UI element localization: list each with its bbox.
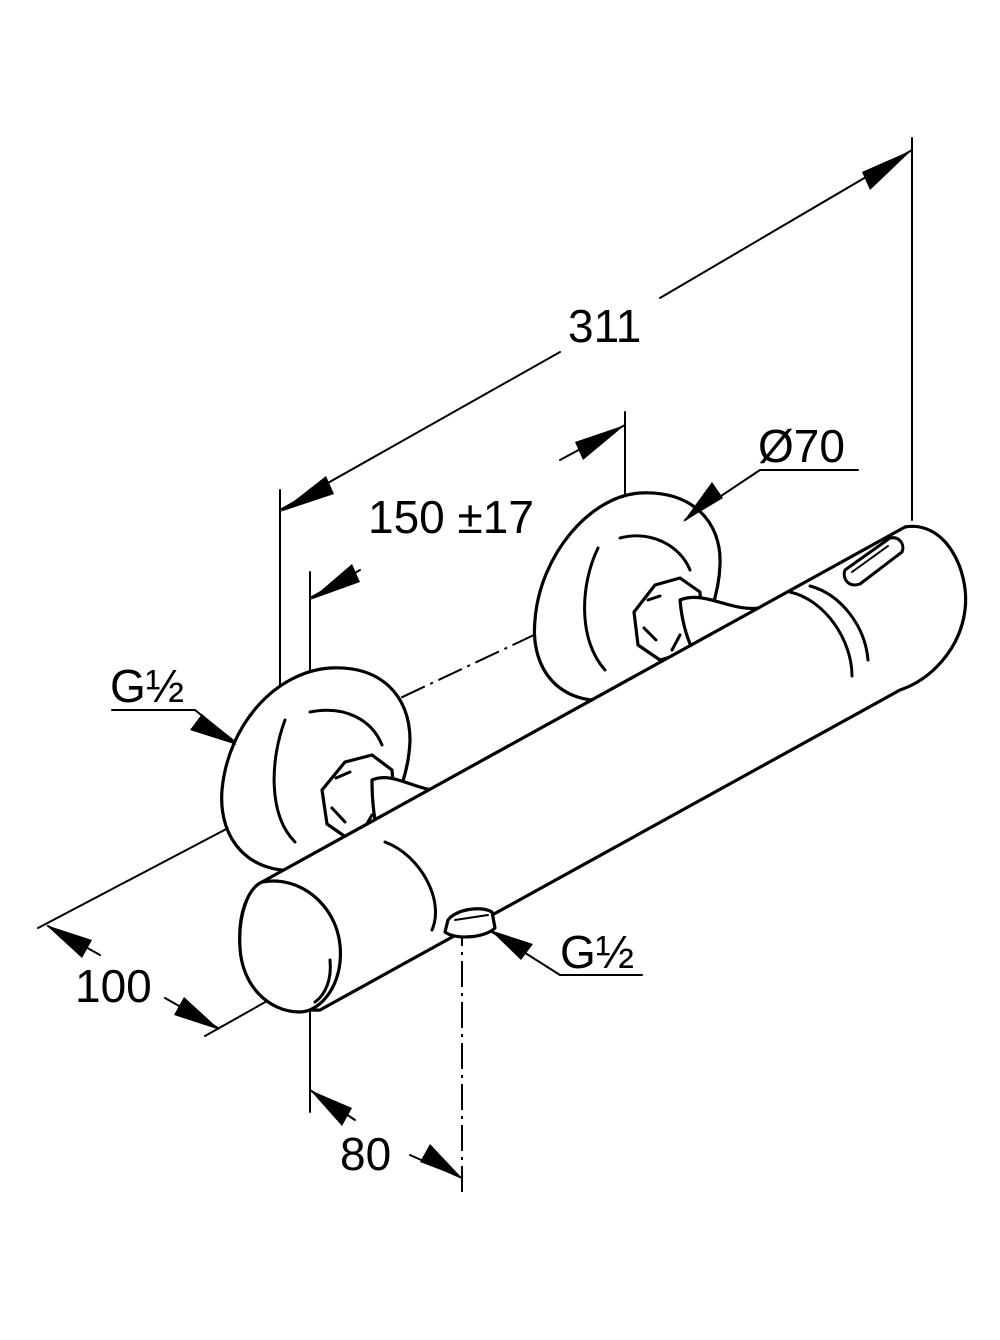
arrowhead-311-left [280, 476, 334, 512]
dim-overall-length: 311 [568, 300, 641, 352]
arrowhead-80-left [310, 1090, 352, 1126]
arrowhead-100-right [174, 997, 220, 1030]
dimension-labels: 311 150 ±17 Ø70 G½ G½ 100 80 [75, 300, 845, 1180]
dim-depth: 100 [75, 960, 152, 1012]
arrowhead-150-right [575, 425, 625, 460]
arrowhead-311-right [862, 150, 912, 190]
arrowhead-inlet-thread [190, 714, 237, 745]
label-inlet-thread: G½ [110, 660, 184, 712]
arrowhead-diameter [683, 482, 723, 522]
arrowhead-150-left [310, 564, 360, 600]
dim-outlet-offset: 80 [340, 1128, 391, 1180]
dimension-arrowheads [46, 150, 912, 1178]
label-outlet-thread: G½ [560, 926, 634, 978]
arrowhead-100-left [46, 925, 92, 958]
dim-escutcheon-diameter: Ø70 [758, 420, 845, 472]
arrowhead-outlet-thread [490, 930, 533, 960]
arrowhead-80-right [420, 1144, 462, 1178]
dim-inlet-spacing: 150 ±17 [368, 491, 534, 543]
mixer-body [238, 524, 968, 1014]
